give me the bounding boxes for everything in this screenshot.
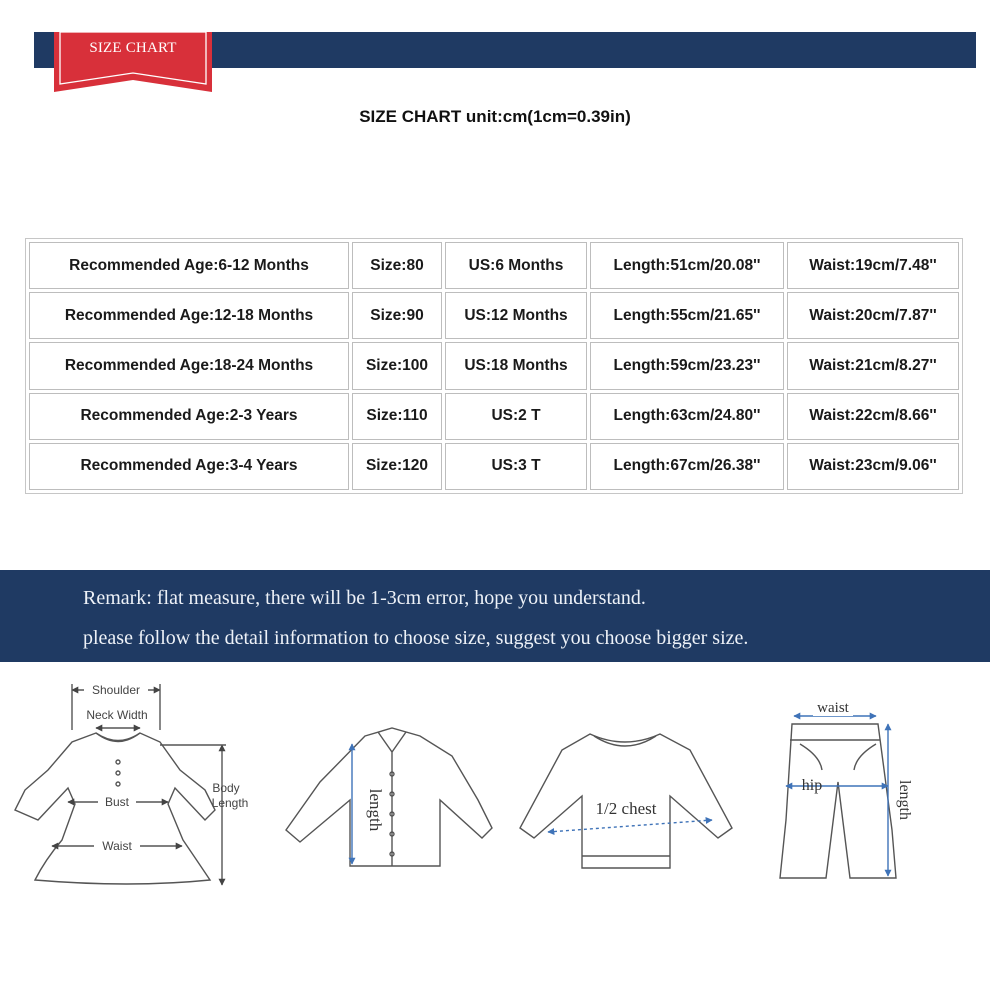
length-cell: Length:55cm/21.65'' [590, 292, 784, 340]
table-row: Recommended Age:18-24 Months Size:100 US… [29, 342, 959, 390]
bust-label: Bust [105, 795, 130, 809]
length-cell: Length:63cm/24.80'' [590, 392, 784, 440]
age-cell: Recommended Age:6-12 Months [29, 242, 349, 290]
chest-label: 1/2 chest [596, 799, 657, 818]
shirt-length-label: length [366, 789, 385, 832]
age-cell: Recommended Age:3-4 Years [29, 442, 349, 490]
size-chart-badge: SIZE CHART [54, 32, 212, 92]
size-cell: Size:80 [352, 242, 442, 290]
badge-label: SIZE CHART [89, 40, 177, 56]
size-cell: Size:90 [352, 292, 442, 340]
size-cell: Size:100 [352, 342, 442, 390]
pants-hip-label: hip [802, 777, 822, 794]
measurement-diagrams: Shoulder Neck Width Bust Waist Body Leng… [14, 683, 913, 886]
size-table: Recommended Age:6-12 Months Size:80 US:6… [25, 238, 963, 494]
table-row: Recommended Age:2-3 Years Size:110 US:2 … [29, 392, 959, 440]
length-cell: Length:51cm/20.08'' [590, 242, 784, 290]
neck-width-label: Neck Width [86, 708, 147, 722]
body-label: Body [212, 781, 239, 795]
dress-diagram [14, 684, 226, 886]
us-size-cell: US:12 Months [445, 292, 587, 340]
waist-cell: Waist:22cm/8.66'' [787, 392, 959, 440]
us-size-cell: US:6 Months [445, 242, 587, 290]
size-cell: Size:110 [352, 392, 442, 440]
waist-cell: Waist:23cm/9.06'' [787, 442, 959, 490]
table-row: Recommended Age:3-4 Years Size:120 US:3 … [29, 442, 959, 490]
size-cell: Size:120 [352, 442, 442, 490]
table-row: Recommended Age:6-12 Months Size:80 US:6… [29, 242, 959, 290]
age-cell: Recommended Age:18-24 Months [29, 342, 349, 390]
remark-banner [0, 570, 990, 662]
pants-diagram [779, 712, 897, 879]
waist-cell: Waist:20cm/7.87'' [787, 292, 959, 340]
waist-label: Waist [102, 839, 132, 853]
pants-length-label: length [896, 780, 913, 820]
length-cell: Length:59cm/23.23'' [590, 342, 784, 390]
remark-line-1: Remark: flat measure, there will be 1-3c… [83, 587, 646, 609]
length-label: Length [212, 796, 249, 810]
table-row: Recommended Age:12-18 Months Size:90 US:… [29, 292, 959, 340]
us-size-cell: US:18 Months [445, 342, 587, 390]
sweater-diagram [519, 733, 733, 869]
shoulder-label: Shoulder [92, 683, 140, 697]
shirt-diagram [285, 727, 493, 867]
waist-cell: Waist:19cm/7.48'' [787, 242, 959, 290]
waist-cell: Waist:21cm/8.27'' [787, 342, 959, 390]
age-cell: Recommended Age:2-3 Years [29, 392, 349, 440]
page-title: SIZE CHART unit:cm(1cm=0.39in) [359, 107, 631, 126]
length-cell: Length:67cm/26.38'' [590, 442, 784, 490]
age-cell: Recommended Age:12-18 Months [29, 292, 349, 340]
pants-waist-label: waist [817, 700, 849, 716]
ribbon-badge-icon [54, 32, 212, 92]
remark-line-2: please follow the detail information to … [83, 627, 749, 649]
us-size-cell: US:2 T [445, 392, 587, 440]
us-size-cell: US:3 T [445, 442, 587, 490]
